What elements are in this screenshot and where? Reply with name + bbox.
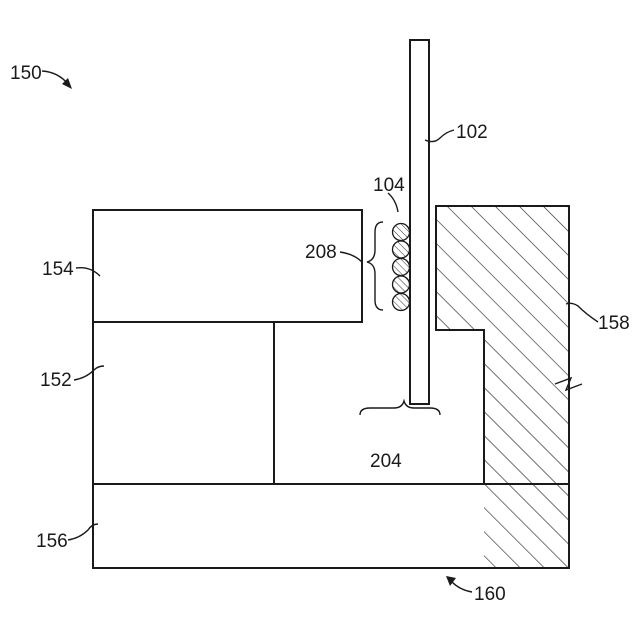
leader-160 bbox=[452, 582, 472, 592]
bead bbox=[393, 276, 410, 293]
right-body bbox=[436, 206, 569, 568]
bead-stack bbox=[393, 224, 410, 311]
leader-152 bbox=[74, 366, 104, 380]
leader-208 bbox=[340, 252, 362, 262]
bead bbox=[393, 259, 410, 276]
left-block bbox=[93, 322, 274, 484]
label-158: 158 bbox=[598, 313, 630, 334]
top-left-layer bbox=[93, 210, 362, 322]
label-154: 154 bbox=[42, 259, 74, 280]
label-208: 208 bbox=[305, 242, 337, 263]
bead bbox=[393, 224, 410, 241]
label-152: 152 bbox=[40, 370, 72, 391]
label-156: 156 bbox=[36, 531, 68, 552]
label-204: 204 bbox=[370, 451, 402, 472]
leader-154 bbox=[76, 268, 100, 276]
bead bbox=[393, 241, 410, 258]
leader-158 bbox=[566, 303, 598, 322]
bead bbox=[393, 294, 410, 311]
label-160: 160 bbox=[474, 584, 506, 605]
label-150: 150 bbox=[10, 63, 42, 84]
label-102: 102 bbox=[456, 122, 488, 143]
spacing-brace bbox=[367, 222, 383, 310]
label-104: 104 bbox=[373, 175, 405, 196]
plate bbox=[410, 40, 429, 404]
